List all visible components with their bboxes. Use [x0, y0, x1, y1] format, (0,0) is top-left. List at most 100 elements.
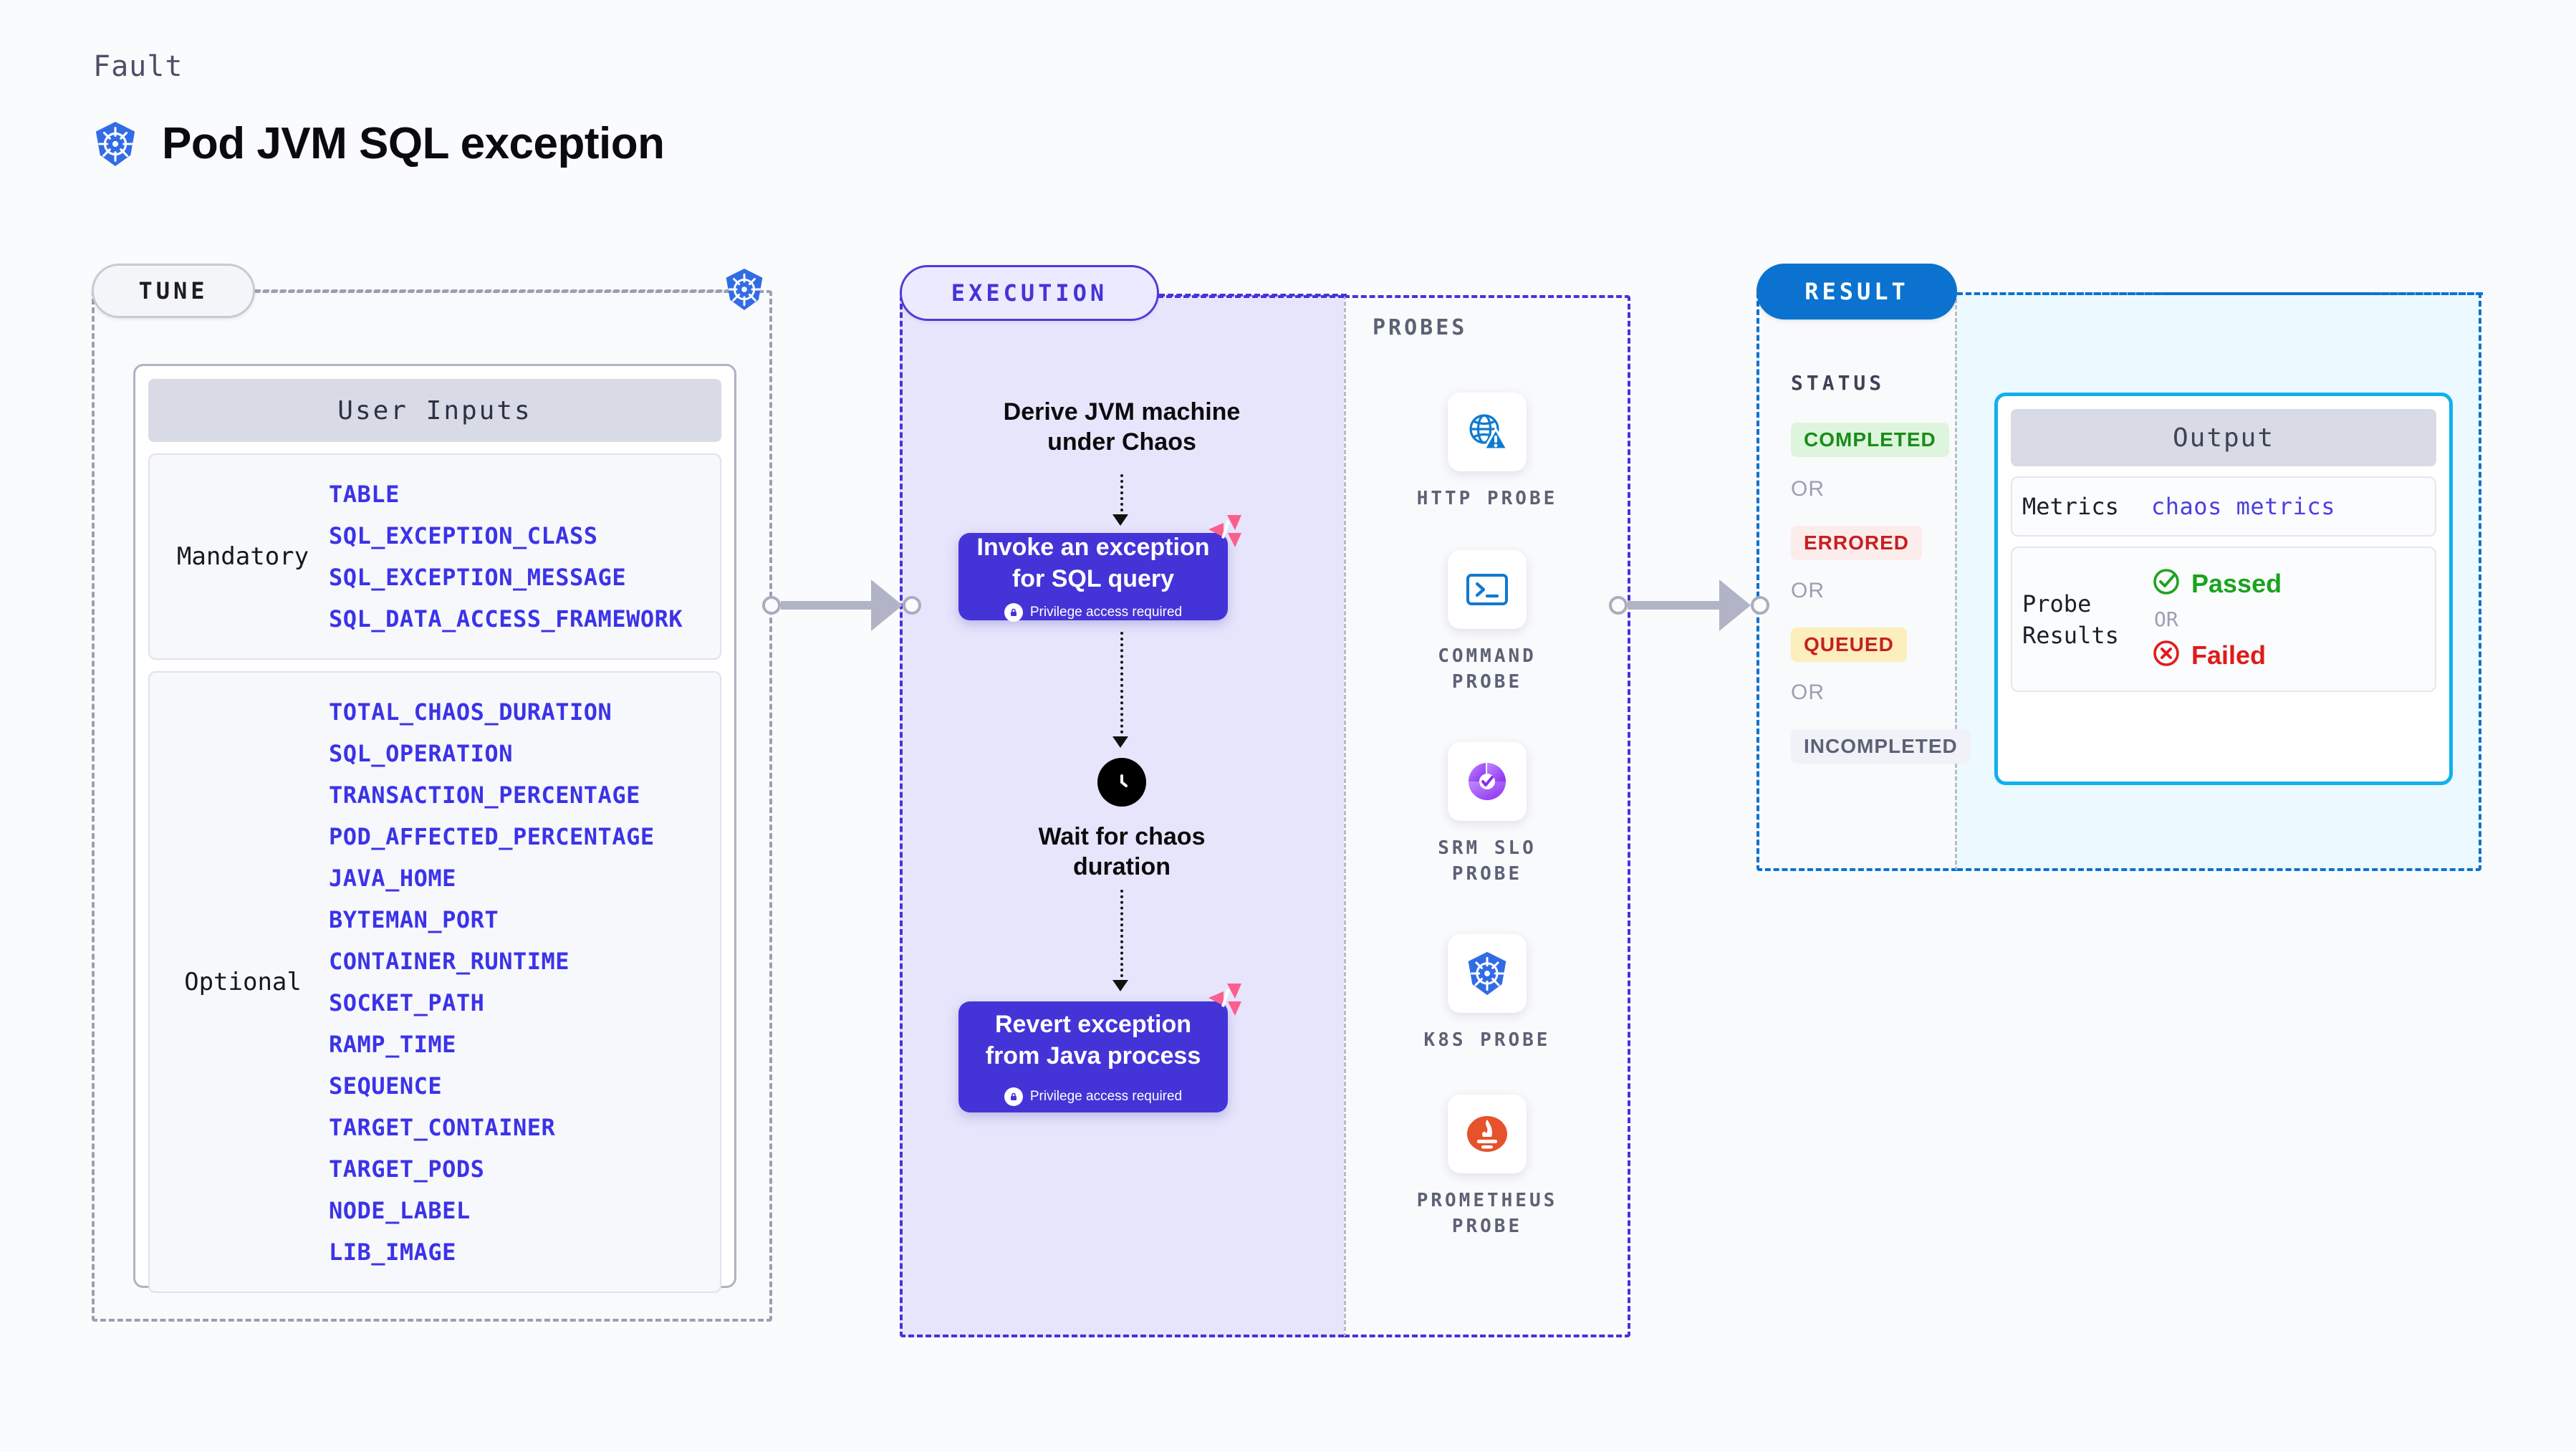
result-dashed-connector: [1957, 292, 2483, 295]
param-item[interactable]: TARGET_PODS: [329, 1155, 485, 1183]
param-item[interactable]: SQL_EXCEPTION_CLASS: [329, 522, 598, 549]
connector-node: [1609, 596, 1628, 615]
connector-probes-to-result: [1609, 580, 1769, 631]
connector-arrowhead: [1719, 580, 1751, 631]
connector-node: [1751, 596, 1769, 615]
probe-results-key: Probe Results: [2022, 590, 2119, 649]
param-item[interactable]: TRANSACTION_PERCENTAGE: [329, 782, 640, 809]
probe-label: PROMETHEUS PROBE: [1416, 1190, 1558, 1237]
execution-dashed-connector: [1159, 294, 1347, 297]
execution-flow: Derive JVM machine under Chaos Invoke an…: [900, 295, 1344, 1337]
param-item[interactable]: TARGET_CONTAINER: [329, 1114, 556, 1141]
connector-bar: [1628, 601, 1719, 610]
flow-arrow-1-head: [1112, 514, 1128, 526]
probe-item-prometheus[interactable]: PROMETHEUS PROBE: [1344, 1095, 1630, 1239]
param-item[interactable]: BYTEMAN_PORT: [329, 906, 499, 933]
fault-eyebrow-label: Fault: [93, 50, 183, 83]
wait-step-title: Wait for chaos duration: [1038, 823, 1206, 880]
mandatory-params-list: TABLE SQL_EXCEPTION_CLASS SQL_EXCEPTION_…: [329, 473, 683, 640]
lock-icon: [1004, 603, 1023, 622]
metrics-value[interactable]: chaos metrics: [2151, 493, 2335, 520]
status-badge-queued: QUEUED: [1791, 628, 1907, 662]
user-inputs-title: User Inputs: [148, 379, 721, 442]
failed-label: Failed: [2191, 640, 2267, 670]
param-item[interactable]: NODE_LABEL: [329, 1197, 471, 1224]
revert-exception-block[interactable]: Revert exception from Java process Privi…: [958, 984, 1241, 1112]
invoke-exception-line1: Invoke an exception: [976, 534, 1210, 561]
connector-arrowhead: [871, 580, 903, 631]
revert-exception-line1: Revert exception: [995, 1010, 1191, 1038]
invoke-exception-block[interactable]: Invoke an exception for SQL query Privil…: [958, 515, 1241, 622]
status-badge-errored: ERRORED: [1791, 526, 1923, 560]
status-title: STATUS: [1791, 371, 1885, 395]
output-card: Output Metrics chaos metrics Probe Resul…: [1994, 393, 2453, 785]
privilege-note: Privilege access required: [1004, 603, 1182, 622]
probe-label: K8S PROBE: [1423, 1029, 1551, 1051]
x-circle-icon: [2151, 638, 2181, 672]
result-pill[interactable]: RESULT: [1756, 264, 1957, 319]
output-title: Output: [2011, 409, 2436, 466]
srm-slo-icon: [1448, 742, 1527, 821]
probe-item-http[interactable]: HTTP PROBE: [1344, 393, 1630, 511]
param-item[interactable]: RAMP_TIME: [329, 1031, 456, 1058]
probe-item-srm-slo[interactable]: SRM SLO PROBE: [1344, 742, 1630, 887]
param-item[interactable]: TABLE: [329, 481, 400, 508]
probe-label: SRM SLO PROBE: [1438, 837, 1537, 885]
param-item[interactable]: SQL_OPERATION: [329, 740, 513, 767]
param-item[interactable]: SQL_EXCEPTION_MESSAGE: [329, 564, 627, 591]
mandatory-label: Mandatory: [176, 542, 309, 571]
harness-logo-icon: [1206, 513, 1244, 554]
connector-bar: [781, 601, 871, 610]
flow-arrow-2: [1120, 632, 1123, 739]
param-item[interactable]: SQL_DATA_ACCESS_FRAMEWORK: [329, 605, 683, 633]
param-item[interactable]: TOTAL_CHAOS_DURATION: [329, 698, 612, 726]
lock-icon: [1004, 1087, 1023, 1106]
connector-node: [762, 596, 781, 615]
terminal-icon: [1448, 550, 1527, 629]
flow-arrow-3-head: [1112, 980, 1128, 991]
param-item[interactable]: LIB_IMAGE: [329, 1239, 456, 1266]
probe-results-row: Probe Results Passed OR: [2011, 547, 2436, 692]
execution-panel: [900, 295, 1344, 1337]
optional-params-list: TOTAL_CHAOS_DURATION SQL_OPERATION TRANS…: [329, 691, 655, 1273]
param-item[interactable]: JAVA_HOME: [329, 865, 456, 892]
passed-label: Passed: [2191, 568, 2282, 598]
param-item[interactable]: SEQUENCE: [329, 1072, 443, 1100]
privilege-note-text: Privilege access required: [1029, 1088, 1183, 1104]
clock-icon: [1097, 758, 1146, 807]
harness-logo-icon: [1206, 981, 1244, 1022]
probe-item-k8s[interactable]: K8S PROBE: [1344, 934, 1630, 1053]
globe-warning-icon: [1448, 393, 1527, 471]
param-item[interactable]: CONTAINER_RUNTIME: [329, 948, 570, 975]
status-badge-incompleted: INCOMPLETED: [1791, 729, 1971, 764]
revert-exception-line2: from Java process: [985, 1042, 1201, 1069]
probe-result-failed: Failed: [2151, 638, 2282, 672]
connector-node: [903, 596, 921, 615]
param-item[interactable]: SOCKET_PATH: [329, 989, 485, 1016]
status-badge-completed: COMPLETED: [1791, 423, 1949, 457]
param-item[interactable]: POD_AFFECTED_PERCENTAGE: [329, 823, 655, 850]
page-title-row: Pod JVM SQL exception: [93, 118, 665, 169]
privilege-note: Privilege access required: [1004, 1087, 1182, 1106]
status-or-label-2: OR: [1791, 579, 1825, 602]
tune-pill[interactable]: TUNE: [92, 264, 255, 318]
user-inputs-card: User Inputs Mandatory TABLE SQL_EXCEPTIO…: [133, 364, 736, 1293]
status-or-label-3: OR: [1791, 681, 1825, 704]
invoke-exception-line2: for SQL query: [1011, 565, 1175, 592]
derive-step-title: Derive JVM machine under Chaos: [1003, 398, 1241, 456]
page-title: Pod JVM SQL exception: [162, 119, 665, 168]
result-panel: [1756, 292, 1957, 871]
optional-label: Optional: [184, 968, 302, 996]
flow-arrow-1: [1120, 474, 1123, 517]
flow-arrow-2-head: [1112, 736, 1128, 748]
kubernetes-icon: [1448, 934, 1527, 1013]
privilege-note-text: Privilege access required: [1029, 605, 1183, 620]
probe-result-passed: Passed: [2151, 567, 2282, 600]
probe-result-or-label: OR: [2154, 607, 2178, 631]
probe-label: COMMAND PROBE: [1438, 645, 1537, 693]
prometheus-icon: [1448, 1095, 1527, 1173]
probe-item-command[interactable]: COMMAND PROBE: [1344, 550, 1630, 695]
execution-pill[interactable]: EXECUTION: [900, 265, 1159, 321]
status-or-label-1: OR: [1791, 477, 1825, 501]
